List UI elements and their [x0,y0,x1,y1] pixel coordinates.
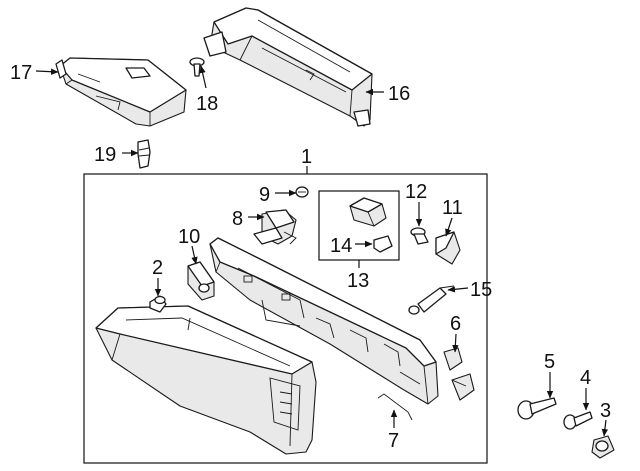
callout-11: 11 [442,197,463,219]
latch-10 [187,261,215,301]
module-bracket-17 [55,57,187,127]
clip-6 [443,347,475,401]
callout-1: 1 [301,146,312,168]
bumper-2 [149,295,167,313]
nut-3 [591,435,615,459]
callout-9: 9 [259,184,270,206]
callout-14: 14 [330,235,352,257]
bracket-11 [435,231,461,265]
screw-9 [295,186,309,198]
callout-17: 17 [10,62,32,84]
callout-12: 12 [405,181,427,203]
push-pin-18 [189,57,205,77]
callout-16: 16 [388,83,410,105]
callout-2: 2 [152,257,163,279]
bolt-5 [517,397,557,420]
callout-3: 3 [600,400,611,422]
striker-8 [253,209,297,245]
callout-7: 7 [388,430,399,452]
assembly-frame [83,173,488,464]
glove-box-door [95,305,317,455]
clip-19 [137,139,151,169]
screw-4 [563,411,593,430]
callout-10: 10 [178,226,200,248]
callout-6: 6 [450,313,461,335]
callout-13: 13 [347,270,369,292]
clip-12 [410,227,429,245]
inner-liner [209,237,439,405]
damper-15 [408,285,455,315]
damper-13 [349,197,387,227]
callout-19: 19 [94,144,116,166]
pad-14 [373,235,393,253]
upper-bracket-16 [203,7,373,127]
rod-7 [377,393,413,421]
callout-5: 5 [544,351,555,373]
callout-8: 8 [232,208,243,230]
callout-4: 4 [580,367,591,389]
callout-15: 15 [470,279,492,301]
callout-18: 18 [196,93,218,115]
